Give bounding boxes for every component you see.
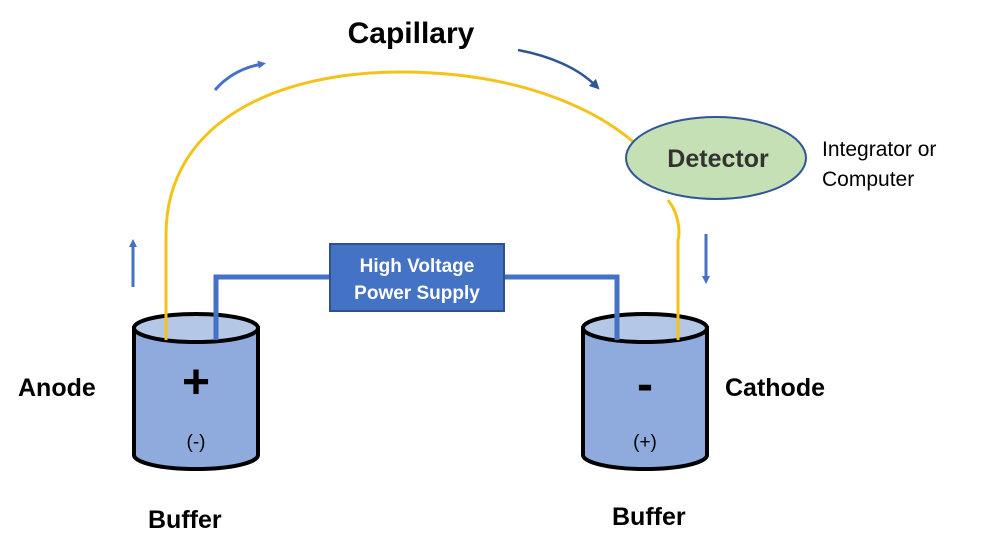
right-charge-label: (+) [633, 432, 657, 453]
capillary-tube [164, 70, 681, 338]
left-buffer-reservoir: + (-) [132, 290, 260, 471]
right-buffer-reservoir: - (+) [581, 290, 709, 471]
flow-arrow-curve-right-icon [517, 48, 600, 90]
left-electrode-sign: + [182, 356, 210, 409]
integrator-label-line1: Integrator or [822, 138, 936, 161]
detector-label: Detector [667, 145, 769, 173]
cathode-label: Cathode [725, 374, 825, 402]
anode-label: Anode [18, 374, 96, 402]
left-charge-label: (-) [187, 432, 206, 453]
integrator-label-line2: Computer [822, 168, 914, 191]
right-electrode-sign: - [637, 358, 653, 411]
power-supply-label-line2: Power Supply [354, 283, 480, 304]
power-supply-label-line1: High Voltage [360, 256, 475, 277]
power-supply: High Voltage Power Supply [329, 243, 505, 312]
detector: Detector [625, 116, 807, 200]
buffer-left-label: Buffer [148, 506, 222, 534]
buffer-right-label: Buffer [612, 503, 686, 531]
capillary-label: Capillary [348, 17, 475, 50]
flow-arrow-curve-left-icon [213, 60, 266, 91]
